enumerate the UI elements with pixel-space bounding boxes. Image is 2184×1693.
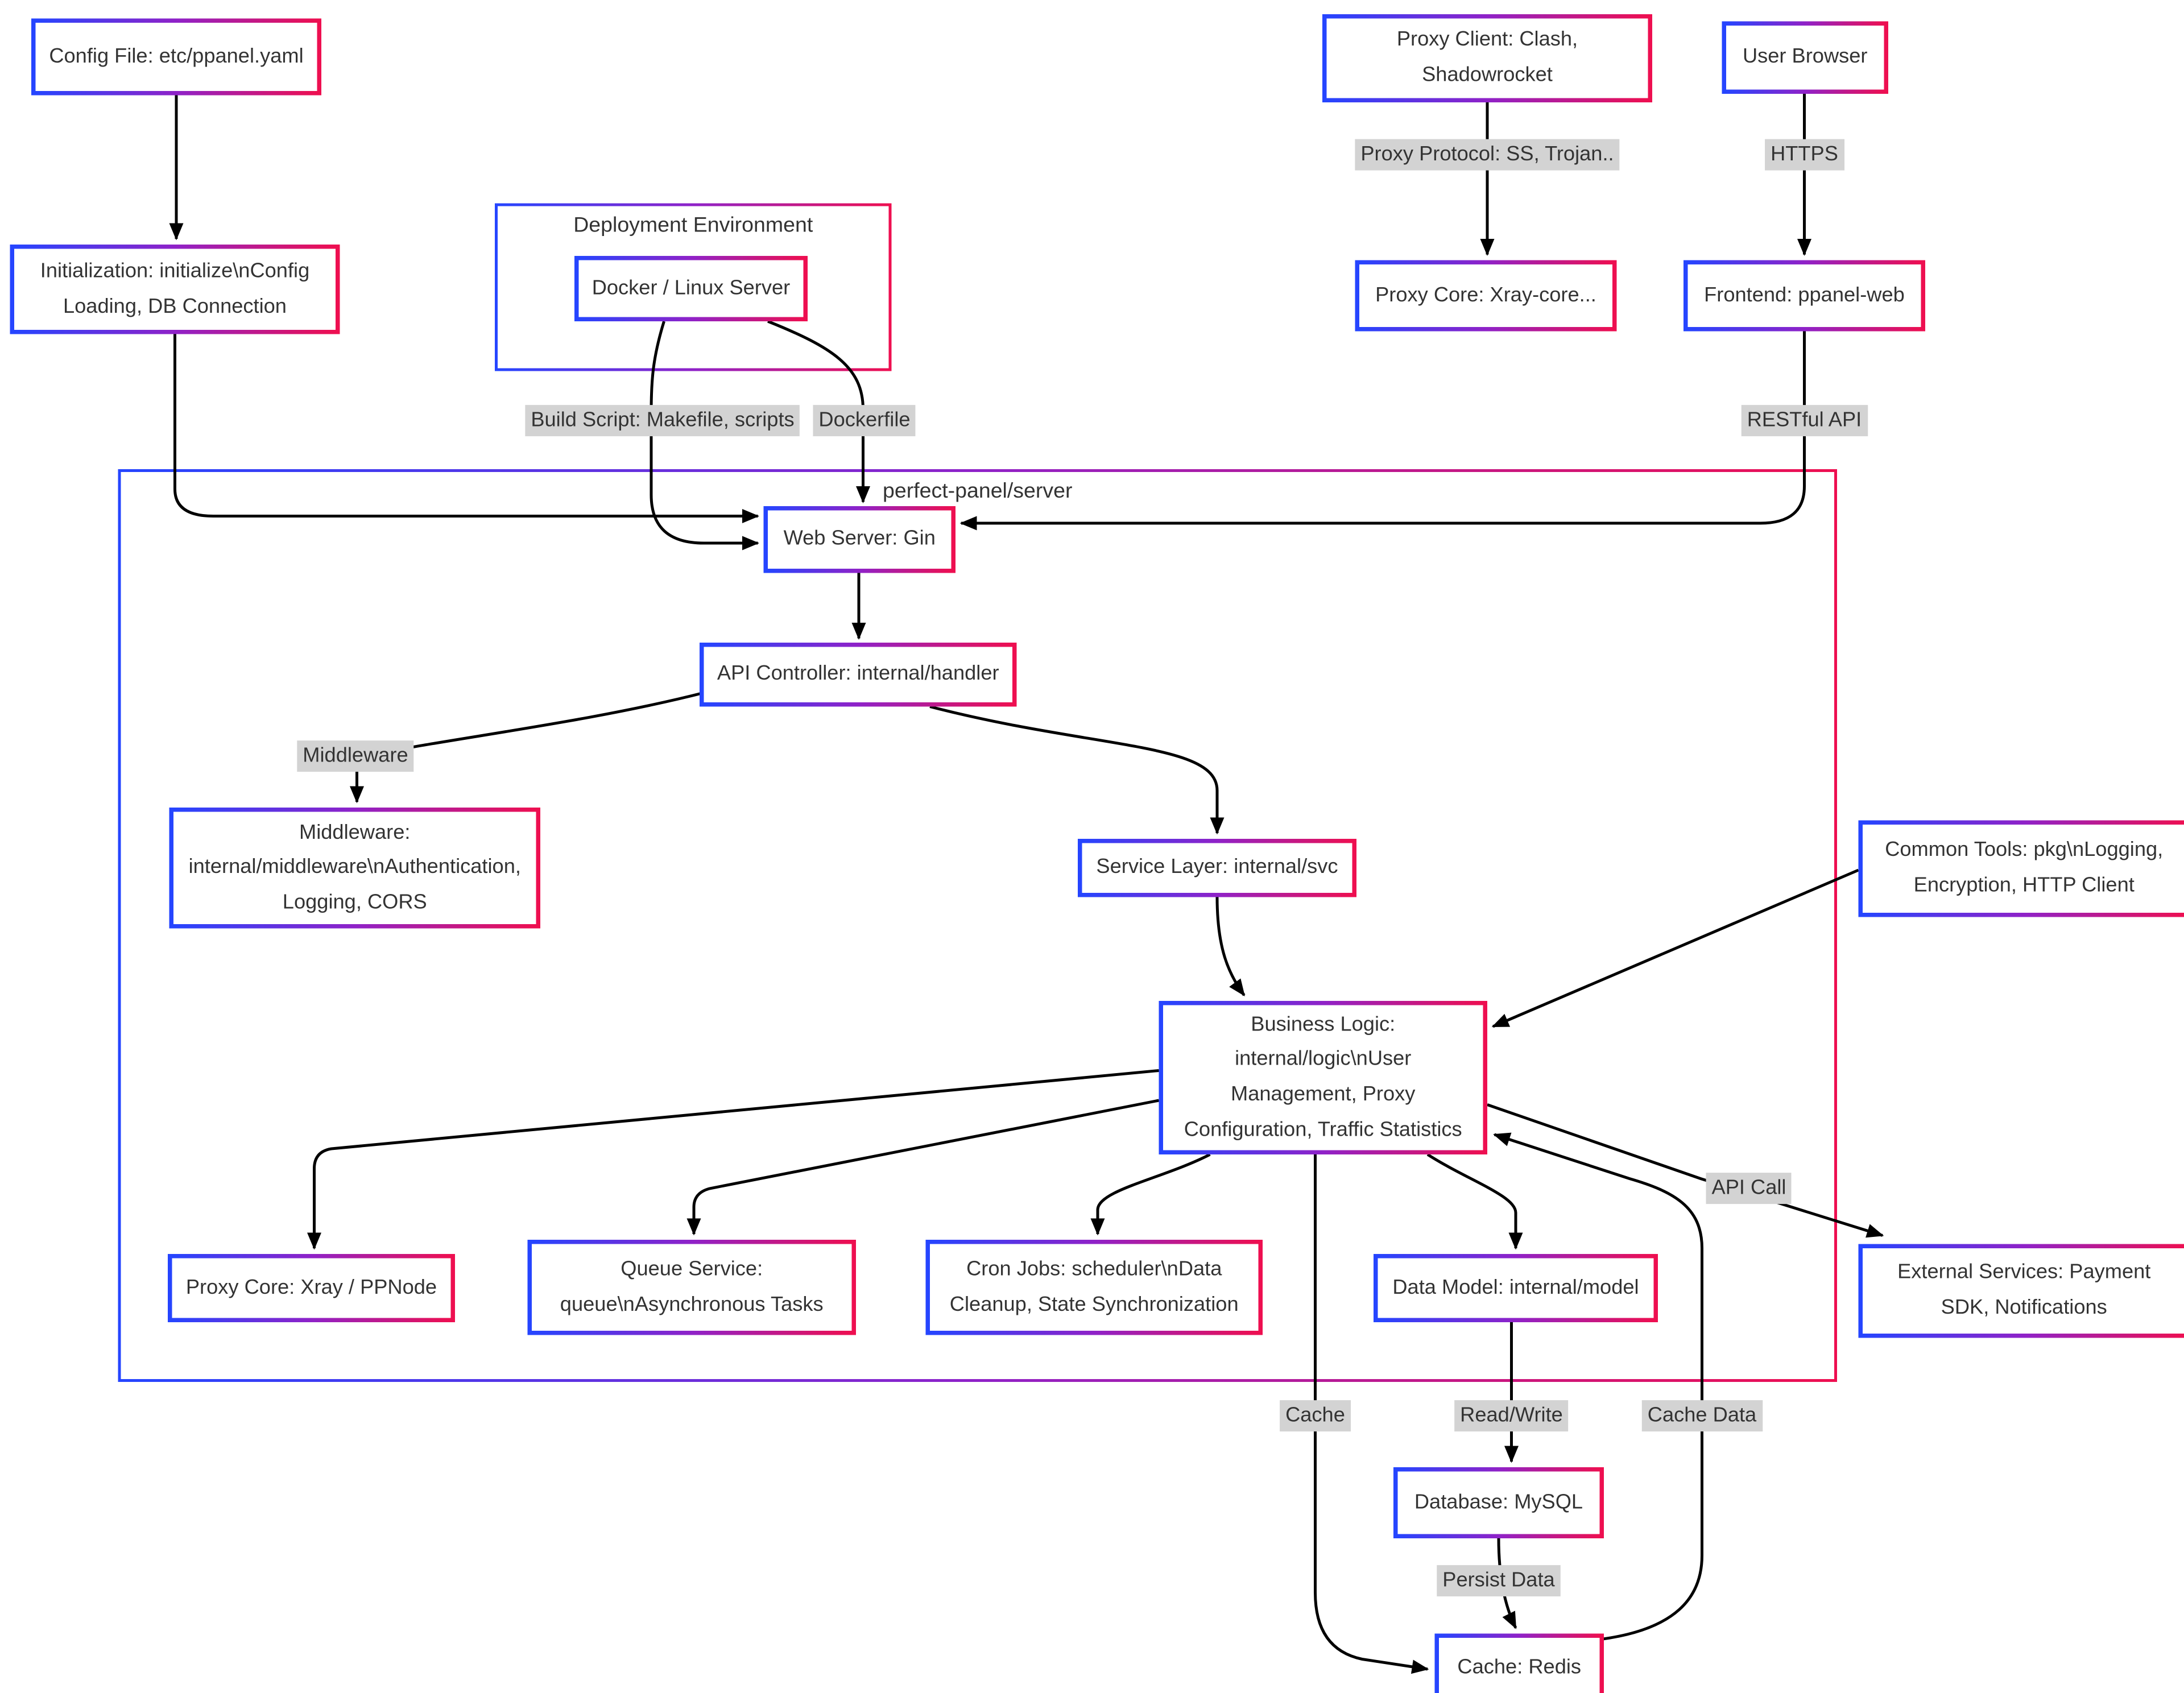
node-cron-jobs: Cron Jobs: scheduler\nData Cleanup, Stat…: [925, 1240, 1263, 1335]
edge-label-api-call: API Call: [1706, 1173, 1792, 1204]
node-web-server: Web Server: Gin: [763, 506, 956, 573]
node-data-model: Data Model: internal/model: [1374, 1254, 1658, 1322]
node-business-logic-line2: internal/logic\nUser: [1235, 1048, 1412, 1071]
node-service-layer-text: Service Layer: internal/svc: [1096, 856, 1338, 879]
node-config-file: Config File: etc/ppanel.yaml: [31, 18, 321, 96]
node-queue-service: Queue Service: queue\nAsynchronous Tasks: [527, 1240, 856, 1335]
node-database-mysql: Database: MySQL: [1393, 1467, 1604, 1538]
node-external-services-line1: External Services: Payment: [1897, 1261, 2151, 1285]
node-middleware-line2: internal/middleware\nAuthentication,: [188, 856, 521, 879]
node-api-controller: API Controller: internal/handler: [700, 643, 1017, 707]
edge-label-dockerfile: Dockerfile: [813, 405, 916, 437]
node-frontend: Frontend: ppanel-web: [1684, 260, 1925, 332]
node-initialization-line1: Initialization: initialize\nConfig: [40, 260, 310, 283]
node-proxy-client-line2: Shadowrocket: [1422, 64, 1553, 87]
node-business-logic-line4: Configuration, Traffic Statistics: [1184, 1118, 1462, 1141]
node-config-file-text: Config File: etc/ppanel.yaml: [49, 45, 304, 68]
edge-label-read-write: Read/Write: [1454, 1400, 1569, 1432]
edge-label-persist-data: Persist Data: [1437, 1565, 1561, 1597]
node-business-logic-line3: Management, Proxy: [1231, 1083, 1416, 1106]
node-common-tools-line1: Common Tools: pkg\nLogging,: [1885, 839, 2164, 862]
node-proxy-core-client: Proxy Core: Xray-core...: [1355, 260, 1617, 332]
node-user-browser: User Browser: [1722, 21, 1888, 94]
node-frontend-text: Frontend: ppanel-web: [1704, 284, 1905, 307]
node-data-model-text: Data Model: internal/model: [1392, 1276, 1639, 1299]
node-proxy-core-ppnode: Proxy Core: Xray / PPNode: [168, 1254, 455, 1322]
server-cluster-title: perfect-panel/server: [882, 479, 1073, 504]
node-middleware-line3: Logging, CORS: [282, 891, 427, 914]
node-database-mysql-text: Database: MySQL: [1414, 1491, 1583, 1514]
node-cache-redis: Cache: Redis: [1434, 1633, 1604, 1693]
node-queue-service-line1: Queue Service:: [621, 1258, 763, 1281]
edge-label-cache-data: Cache Data: [1641, 1400, 1763, 1432]
node-external-services: External Services: Payment SDK, Notifica…: [1858, 1244, 2184, 1338]
edge-label-https: HTTPS: [1765, 139, 1844, 171]
edge-label-cache: Cache: [1280, 1400, 1351, 1432]
edge-label-build-script: Build Script: Makefile, scripts: [525, 405, 800, 437]
node-cache-redis-text: Cache: Redis: [1457, 1656, 1582, 1679]
node-business-logic: Business Logic: internal/logic\nUser Man…: [1159, 1001, 1487, 1154]
node-business-logic-line1: Business Logic:: [1251, 1013, 1396, 1036]
deployment-environment-title: Deployment Environment: [573, 213, 813, 238]
node-service-layer: Service Layer: internal/svc: [1078, 839, 1356, 897]
node-proxy-core-ppnode-text: Proxy Core: Xray / PPNode: [185, 1276, 437, 1299]
node-cron-jobs-line2: Cleanup, State Synchronization: [949, 1293, 1239, 1316]
node-middleware: Middleware: internal/middleware\nAuthent…: [169, 808, 540, 929]
node-web-server-text: Web Server: Gin: [783, 527, 936, 550]
edge-label-middleware: Middleware: [297, 740, 414, 772]
node-user-browser-text: User Browser: [1742, 45, 1868, 69]
node-middleware-line1: Middleware:: [299, 821, 411, 844]
edge-label-proxy-protocol: Proxy Protocol: SS, Trojan..: [1355, 139, 1620, 171]
node-common-tools: Common Tools: pkg\nLogging, Encryption, …: [1858, 820, 2184, 917]
node-common-tools-line2: Encryption, HTTP Client: [1913, 874, 2135, 897]
node-api-controller-text: API Controller: internal/handler: [717, 663, 999, 686]
node-initialization-line2: Loading, DB Connection: [63, 295, 287, 318]
node-queue-service-line2: queue\nAsynchronous Tasks: [560, 1293, 824, 1316]
node-proxy-core-client-text: Proxy Core: Xray-core...: [1375, 284, 1596, 307]
node-docker-linux-server: Docker / Linux Server: [574, 256, 808, 321]
node-proxy-client: Proxy Client: Clash, Shadowrocket: [1322, 14, 1652, 102]
node-proxy-client-line1: Proxy Client: Clash,: [1396, 28, 1578, 52]
node-external-services-line2: SDK, Notifications: [1941, 1297, 2107, 1319]
node-cron-jobs-line1: Cron Jobs: scheduler\nData: [966, 1258, 1222, 1281]
node-docker-linux-server-text: Docker / Linux Server: [592, 276, 791, 300]
edge-label-restful-api: RESTful API: [1741, 405, 1868, 437]
node-initialization: Initialization: initialize\nConfig Loadi…: [10, 245, 340, 334]
